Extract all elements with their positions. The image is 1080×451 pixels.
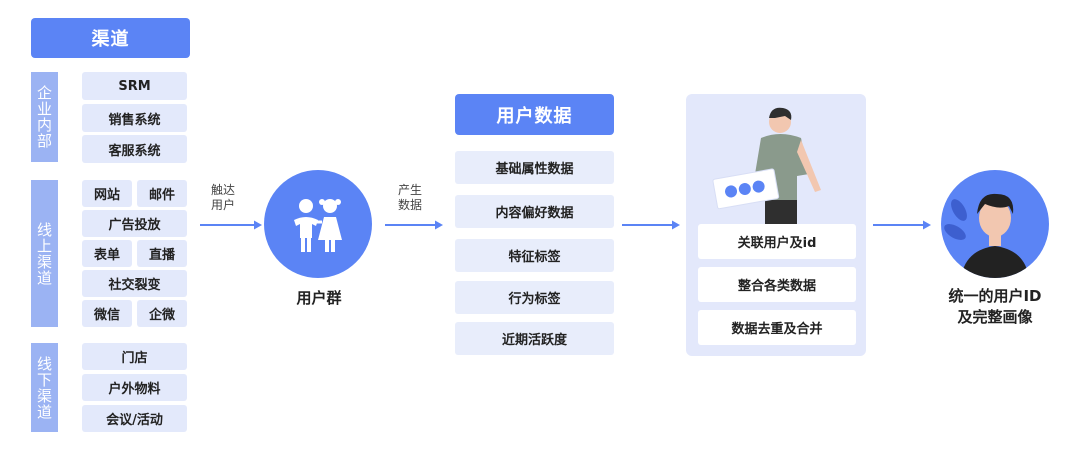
channel-website: 网站 (82, 180, 132, 207)
arrow-label-reach-line1: 触达 (210, 183, 235, 197)
person-holding-card-illustration (712, 107, 821, 225)
arrow-to-result (873, 220, 931, 230)
channel-forms: 表单 (82, 240, 132, 267)
user-data-feature-tags: 特征标签 (455, 239, 614, 272)
channel-service-system: 客服系统 (82, 135, 187, 163)
user-group-circle (264, 170, 372, 278)
user-group-label: 用户群 (296, 289, 342, 307)
channels-header: 渠道 (31, 18, 190, 58)
arrow-label-reach: 触达 用户 (205, 183, 241, 213)
group-label-offline: 线下渠道 (31, 343, 58, 432)
group-label-online: 线上渠道 (31, 180, 58, 327)
user-data-content-preference: 内容偏好数据 (455, 195, 614, 228)
arrow-to-processing (622, 220, 680, 230)
arrow-label-reach-line2: 用户 (210, 198, 235, 212)
result-label-line1: 统一的用户ID (948, 287, 1042, 305)
user-data-basic-attributes: 基础属性数据 (455, 151, 614, 184)
children-icon (294, 199, 342, 252)
channel-wechat: 微信 (82, 300, 132, 327)
processing-merge-all-data: 整合各类数据 (698, 267, 856, 302)
unified-profile-avatar (941, 170, 1049, 278)
channel-outdoor-materials: 户外物料 (82, 374, 187, 401)
user-data-behavior-tags: 行为标签 (455, 281, 614, 314)
user-data-header: 用户数据 (455, 94, 614, 135)
arrow-label-produce-line1: 产生 (397, 183, 422, 197)
arrow-reach (200, 220, 262, 230)
result-label-line2: 及完整画像 (957, 308, 1033, 326)
result-label: 统一的用户ID 及完整画像 (930, 286, 1060, 328)
processing-dedupe-merge: 数据去重及合并 (698, 310, 856, 345)
arrow-produce (385, 220, 443, 230)
channel-ads: 广告投放 (82, 210, 187, 237)
channel-livestream: 直播 (137, 240, 187, 267)
processing-link-user-id: 关联用户及id (698, 224, 856, 259)
channel-sales-system: 销售系统 (82, 104, 187, 132)
channel-social-viral: 社交裂变 (82, 270, 187, 297)
user-data-recent-activity: 近期活跃度 (455, 322, 614, 355)
channel-srm: SRM (82, 72, 187, 100)
person-avatar-icon (944, 193, 1029, 278)
channel-wecom: 企微 (137, 300, 187, 327)
channel-store: 门店 (82, 343, 187, 370)
channel-email: 邮件 (137, 180, 187, 207)
group-label-internal: 企业内部 (31, 72, 58, 162)
arrow-label-produce-line2: 数据 (397, 198, 422, 212)
arrow-label-produce: 产生 数据 (392, 183, 428, 213)
channel-meeting-event: 会议/活动 (82, 405, 187, 432)
